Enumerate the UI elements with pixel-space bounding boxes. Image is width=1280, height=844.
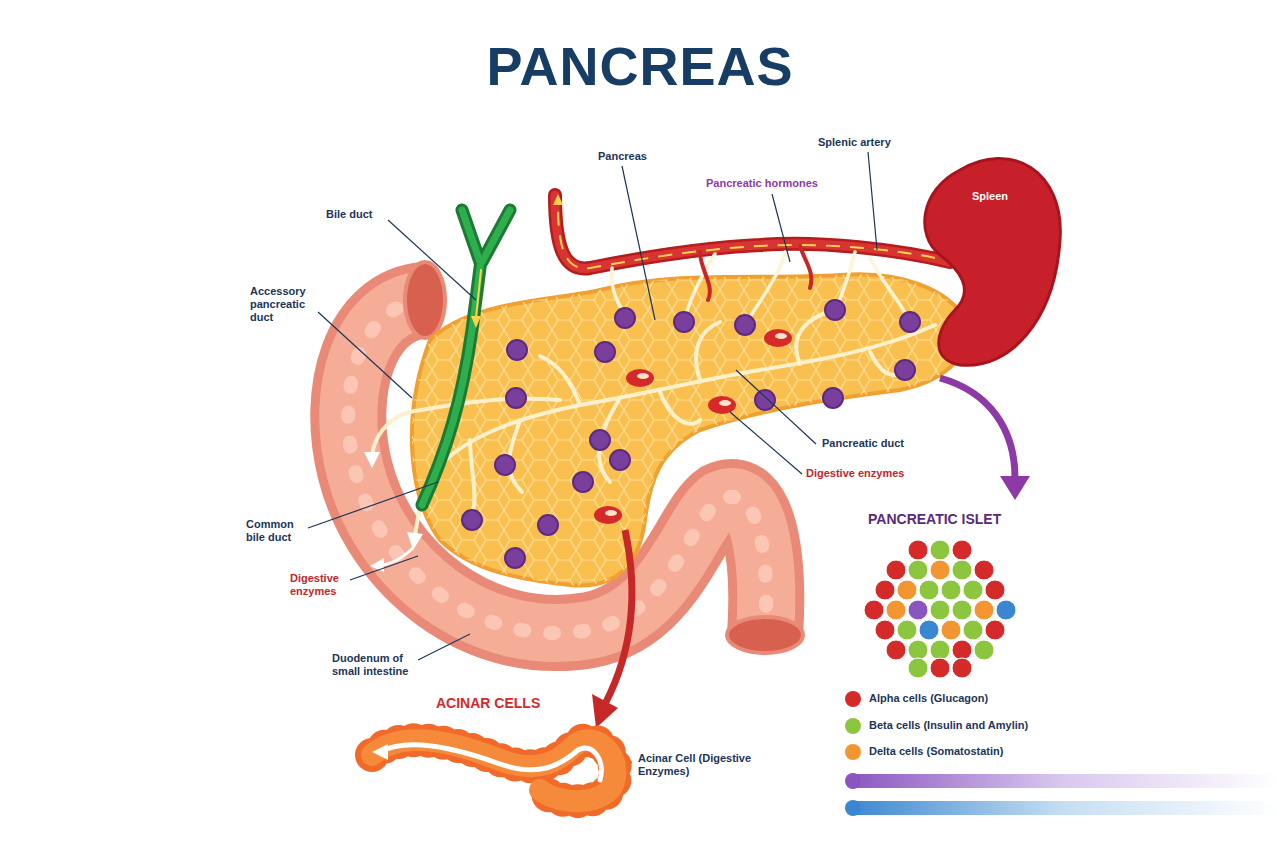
inset-heading: ACINAR CELLS <box>436 695 596 712</box>
legend-text: Alpha cells (Glucagon) <box>869 692 988 705</box>
faded-legend-bars <box>845 773 1280 816</box>
diagram-title: PANCREAS <box>0 34 1280 99</box>
duct-arrows <box>364 452 423 572</box>
islets <box>462 300 920 568</box>
hormone-vessels <box>612 252 910 325</box>
acinar-droplets <box>594 329 792 524</box>
part-label: Digestive enzymes <box>290 572 348 598</box>
spleen-shape <box>925 158 1061 365</box>
inset-heading: PANCREATIC ISLET <box>868 511 1068 528</box>
legend-swatch <box>845 718 861 734</box>
islet-arrow <box>940 378 1030 500</box>
part-label: Accessory pancreatic duct <box>250 285 322 325</box>
acinar-arrow <box>592 530 632 728</box>
acinar-cell-illustration <box>372 740 615 801</box>
organ-shape: Spleen <box>910 140 1070 375</box>
part-label: Pancreatic hormones <box>706 177 846 190</box>
legend-swatch <box>845 691 861 707</box>
legend-swatch <box>845 744 861 760</box>
islet-cluster <box>864 540 1016 678</box>
splenic-artery <box>553 194 950 268</box>
part-label: Duodenum of small intestine <box>332 652 412 678</box>
part-label: Splenic artery <box>818 136 928 149</box>
organ-name: Spleen <box>972 190 1008 203</box>
part-label: Pancreas <box>598 150 668 163</box>
pancreas-organ <box>412 274 967 585</box>
part-label: Bile duct <box>326 208 388 221</box>
legend-text: Delta cells (Somatostatin) <box>869 745 1003 758</box>
part-label: Acinar Cell (Digestive Enzymes) <box>638 752 763 778</box>
leader-lines <box>308 152 877 772</box>
artery-branches <box>700 246 811 300</box>
part-label: Digestive enzymes <box>806 467 946 480</box>
legend-text: Beta cells (Insulin and Amylin) <box>869 719 1028 732</box>
flow-arrow <box>471 316 481 328</box>
spleen-outline <box>910 140 1070 375</box>
part-label: Common bile duct <box>246 518 304 544</box>
part-label: Pancreatic duct <box>822 437 942 450</box>
